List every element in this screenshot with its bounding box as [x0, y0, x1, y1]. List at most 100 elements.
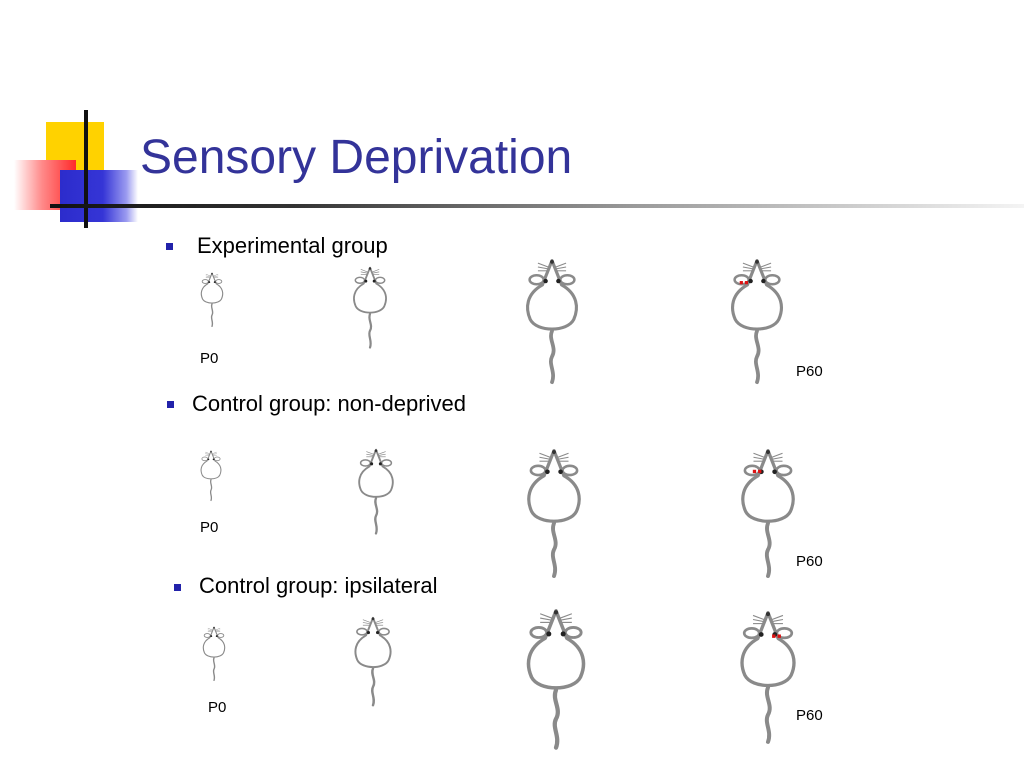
- mouse-nose: [766, 449, 770, 454]
- mouse-tail: [210, 303, 214, 328]
- mouse-whisker: [771, 614, 784, 621]
- mouse-illustration: [354, 616, 392, 707]
- mouse-whisker: [537, 266, 549, 270]
- mouse-tail: [552, 687, 560, 750]
- mouse-nose: [210, 450, 212, 453]
- mouse-illustration: [200, 272, 224, 328]
- title-underline: [50, 204, 1024, 208]
- mouse-nose: [553, 610, 559, 615]
- mouse-illustration: [526, 609, 586, 750]
- mouse-whisker: [372, 269, 380, 273]
- mouse-whisker: [557, 456, 569, 460]
- mouse-whisker: [560, 613, 573, 619]
- group-label-experimental: Experimental group: [197, 233, 388, 258]
- mouse-whisker: [205, 275, 211, 277]
- mouse-whisker: [360, 269, 368, 273]
- mouse-whisker: [205, 274, 211, 277]
- age-label-start: P0: [200, 350, 219, 367]
- mouse-whisker: [555, 266, 567, 270]
- mouse-nose: [213, 626, 215, 629]
- mouse-nose: [374, 449, 378, 452]
- lesion-marker: [739, 281, 743, 285]
- age-label-end: P60: [796, 707, 823, 724]
- age-label-end: P60: [796, 363, 823, 380]
- mouse-whisker: [752, 614, 765, 621]
- mouse-eye: [366, 630, 371, 635]
- mouse-ear: [354, 276, 366, 284]
- mouse-whisker: [742, 266, 754, 270]
- mouse-body: [740, 611, 796, 688]
- mouse-tail: [209, 478, 213, 502]
- mouse-eye: [212, 458, 215, 461]
- mouse-eye: [215, 635, 218, 638]
- mouse-body: [353, 266, 387, 314]
- lesion-marker: [772, 634, 776, 638]
- mouse-whisker: [205, 453, 210, 455]
- mouse-ear: [775, 627, 794, 640]
- age-label-end: P60: [796, 553, 823, 570]
- mouse-whisker: [360, 271, 368, 274]
- mouse-body: [527, 449, 581, 523]
- mouse-tail: [549, 329, 556, 385]
- mouse-whisker: [362, 622, 371, 625]
- mouse-nose: [755, 259, 759, 264]
- mouse-ear: [743, 464, 761, 477]
- mouse-whisker: [537, 262, 549, 268]
- mouse-whisker: [378, 451, 386, 455]
- mouse-ear: [215, 279, 223, 284]
- mouse-nose: [765, 612, 771, 617]
- mouse-illustration: [358, 448, 394, 535]
- lesion-marker: [758, 469, 762, 474]
- mouse-tail: [368, 312, 373, 349]
- mouse-eye: [372, 279, 376, 283]
- mouse-tail: [754, 329, 761, 385]
- bullet-icon: [167, 401, 174, 408]
- mouse-whisker: [212, 453, 217, 455]
- mouse-body: [358, 448, 394, 498]
- mouse-tail: [764, 521, 772, 578]
- mouse-eye: [545, 469, 550, 475]
- mouse-whisker: [366, 451, 374, 455]
- mouse-eye: [546, 631, 552, 637]
- group-label-ipsilateral: Control group: ipsilateral: [199, 573, 438, 598]
- mouse-ear: [380, 459, 393, 467]
- mouse-whisker: [215, 628, 221, 631]
- mouse-tail: [212, 657, 216, 682]
- lesion-marker: [752, 469, 757, 474]
- mouse-illustration: [527, 449, 581, 578]
- mouse-body: [731, 258, 783, 331]
- age-label-start: P0: [208, 699, 227, 716]
- mouse-body: [202, 626, 226, 658]
- mouse-eye: [364, 279, 368, 283]
- mouse-whisker: [771, 456, 783, 460]
- mouse-illustration: [731, 258, 783, 385]
- mouse-ear: [213, 456, 221, 462]
- mouse-whisker: [539, 452, 551, 458]
- mouse-whisker: [760, 266, 772, 270]
- mouse-ear: [201, 279, 209, 284]
- mouse-nose: [552, 449, 556, 454]
- bullet-icon: [166, 243, 173, 250]
- mouse-eye: [213, 281, 216, 284]
- mouse-nose: [211, 272, 213, 275]
- mouse-body: [200, 272, 224, 304]
- mouse-ear: [359, 459, 372, 467]
- mouse-illustration: [741, 449, 795, 578]
- mouse-whisker: [771, 452, 783, 458]
- mouse-whisker: [207, 629, 213, 631]
- mouse-eye: [543, 278, 548, 284]
- mouse-ear: [217, 633, 225, 638]
- group-label-non-deprived: Control group: non-deprived: [192, 391, 466, 416]
- mouse-whisker: [540, 617, 552, 621]
- mouse-ear: [764, 274, 781, 286]
- mouse-eye: [761, 278, 766, 284]
- mouse-eye: [208, 281, 211, 284]
- mouse-illustration: [202, 626, 226, 682]
- mouse-whisker: [366, 453, 374, 456]
- mouse-whisker: [362, 619, 371, 623]
- mouse-eye: [772, 469, 777, 475]
- mouse-ear: [775, 464, 793, 477]
- mouse-whisker: [215, 629, 221, 631]
- mouse-ear: [356, 627, 368, 636]
